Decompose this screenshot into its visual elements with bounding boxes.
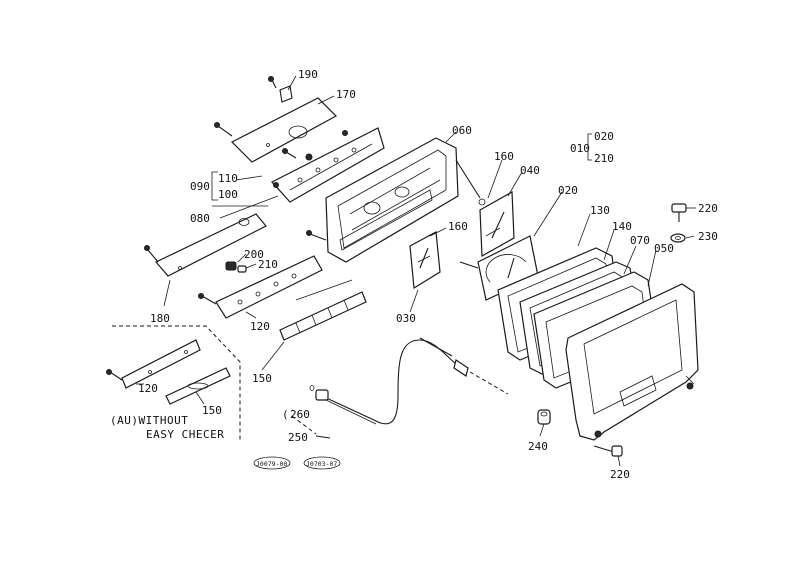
label-130: 130	[590, 204, 610, 217]
label-030: 030	[396, 312, 416, 325]
note-line-1: (AU)WITHOUT	[110, 414, 188, 427]
ref-code-2: J0703-07	[306, 460, 337, 468]
label-150-lower: 150	[202, 404, 222, 417]
gauge-plate-030	[409, 231, 441, 290]
label-100: 100	[218, 188, 238, 201]
label-040: 040	[520, 164, 540, 177]
label-020-group: 020	[594, 130, 614, 143]
meter-cable	[291, 337, 509, 439]
group-bracket-090	[211, 171, 268, 207]
group-bracket-010	[587, 133, 592, 161]
label-180: 180	[150, 312, 170, 325]
label-060: 060	[452, 124, 472, 137]
au-variant-box	[112, 325, 241, 442]
label-210: 210	[258, 258, 278, 271]
label-160-upper: 160	[494, 150, 514, 163]
ref-oval-1	[253, 456, 291, 470]
label-240: 240	[528, 440, 548, 453]
lens-strip-150-lower	[165, 367, 231, 405]
label-150-upper: 150	[252, 372, 272, 385]
label-050: 050	[654, 242, 674, 255]
label-070: 070	[630, 234, 650, 247]
label-200: 200	[244, 248, 264, 261]
label-260: 260	[290, 408, 310, 421]
switch-plate-120-upper	[198, 230, 327, 319]
circuit-board-100	[271, 127, 385, 203]
label-210-group: 210	[594, 152, 614, 165]
leader-lines	[136, 75, 696, 467]
knob-220-bottom	[593, 445, 623, 457]
washer-230	[670, 233, 686, 243]
label-080: 080	[190, 212, 210, 225]
label-170: 170	[336, 88, 356, 101]
reference-codes: J0079-00 J0703-07	[253, 456, 341, 470]
label-220-top: 220	[698, 202, 718, 215]
bracket-180	[144, 213, 267, 277]
connector-200	[225, 261, 247, 273]
lens-strip-150-upper	[279, 279, 367, 341]
switch-plate-120-lower	[106, 339, 201, 389]
label-120-upper: 120	[250, 320, 270, 333]
label-220-bottom: 220	[610, 468, 630, 481]
ref-code-1: J0079-00	[256, 460, 287, 468]
label-120-lower: 120	[138, 382, 158, 395]
gauge-plate-040	[479, 190, 515, 258]
label-190: 190	[298, 68, 318, 81]
label-020: 020	[558, 184, 578, 197]
cover-plate-170	[214, 76, 337, 163]
label-140: 140	[612, 220, 632, 233]
knob-220-top	[671, 203, 687, 222]
grommet-240	[537, 409, 551, 425]
label-250: 250	[288, 431, 308, 444]
au-note: (AU)WITHOUT EASY CHECER	[110, 414, 224, 441]
ref-oval-2	[303, 456, 341, 470]
label-010: 010	[570, 142, 590, 155]
meter-housing	[325, 137, 486, 263]
label-160-lower: 160	[448, 220, 468, 233]
label-230: 230	[698, 230, 718, 243]
label-090: 090	[190, 180, 210, 193]
part-number-labels: 190 170 060 160 040 010 020 210 110 090 …	[138, 68, 718, 481]
label-110: 110	[218, 172, 238, 185]
label-260-bracket: (	[282, 408, 289, 421]
note-line-2: EASY CHECER	[146, 428, 224, 441]
front-cover-050	[565, 283, 699, 441]
